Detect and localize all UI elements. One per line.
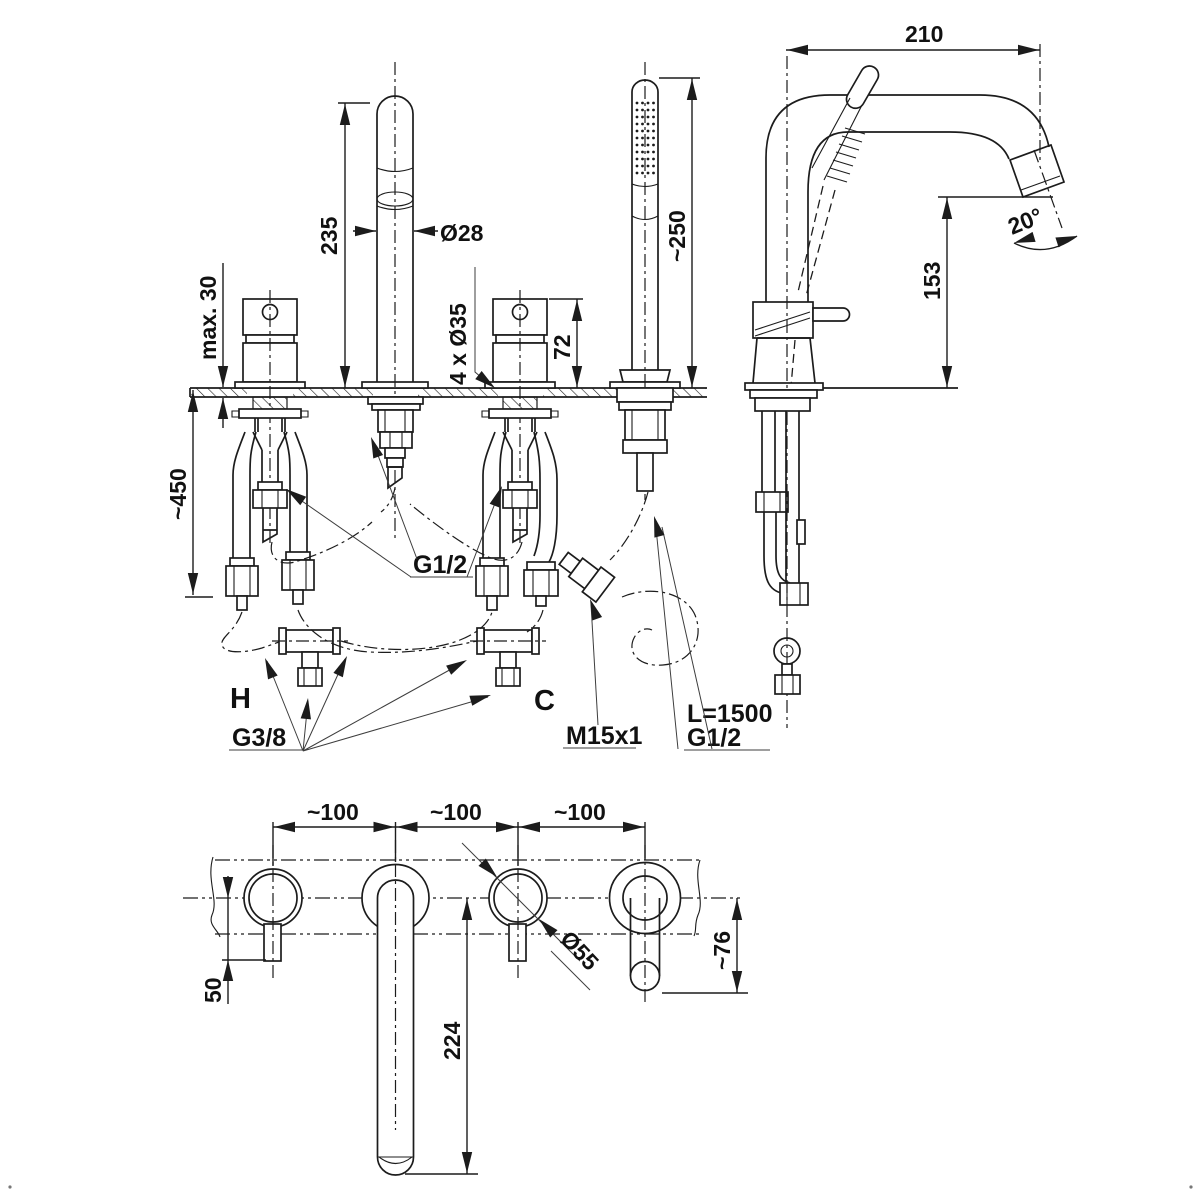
label-g12-valves: G1/2 [283,435,507,579]
dim-spacing-100s: ~100 ~100 ~100 [272,799,646,866]
dim-deck-max30: max. 30 [195,263,229,428]
label-cold: C [534,685,555,717]
dim-holes-4x35: 4 x Ø35 [445,267,499,393]
dim-text-224: 224 [439,1021,465,1060]
dim-outlet-153: 153 [919,196,1053,388]
hot-valve-handle [234,290,306,545]
cold-supply-tee [470,627,546,687]
plan-handshower [608,845,682,1005]
spout-side-underdeck [749,389,818,728]
label-text-l1500: L=1500 [687,700,773,728]
dim-text-76: ~76 [709,931,735,970]
dim-spout-height-235: 235 [316,102,370,388]
hot-valve-underdeck [225,396,315,611]
dim-text-153: 153 [919,262,945,300]
dim-text-100c: ~100 [554,799,606,825]
dim-text-72: 72 [549,334,575,360]
label-g38: G3/8 [229,653,493,752]
dim-handle-72: 72 [549,298,583,388]
dim-handshower-76: ~76 [662,898,748,994]
dim-hose-450: ~450 [165,390,213,598]
dim-angle-20: 20° [1004,149,1079,251]
dim-spout-diameter-28: Ø28 [353,220,484,246]
dim-text-max30: max. 30 [195,276,221,360]
mounting-deck [189,387,958,398]
label-m15x1: M15x1 [563,597,643,750]
label-text-g38: G3/8 [232,724,286,752]
spout-underdeck [367,396,424,513]
cold-valve-underdeck [475,396,559,611]
label-hot: H [230,683,251,715]
label-text-cold: C [534,685,555,717]
dim-text-o55: Ø55 [555,926,604,976]
label-text-m15x1: M15x1 [566,722,643,750]
dim-text-235: 235 [316,216,342,255]
plan-hot-valve [243,845,303,978]
label-text-g12b: G1/2 [687,724,741,752]
hot-supply-tee [272,627,348,687]
spout-front [361,62,429,540]
dim-text-4x35: 4 x Ø35 [445,303,471,385]
dim-text-210: 210 [905,21,943,47]
corner-marks [8,1185,1193,1189]
dim-reach-224: 224 [405,898,478,1175]
hose-cone-connector [557,551,616,604]
dim-text-250: ~250 [664,210,690,262]
dim-text-100a: ~100 [307,799,359,825]
label-hose: L=1500 G1/2 [648,514,773,752]
hose-coil [826,127,866,183]
docked-handshower [788,65,880,411]
dim-text-100b: ~100 [430,799,482,825]
dim-handle-50: 50 [200,876,266,1004]
dim-text-450: ~450 [165,468,191,520]
plan-spout [361,840,430,1176]
dim-reach-210: 210 [786,21,1041,162]
spout-side-view [744,56,1066,411]
dim-handshower-250: ~250 [659,77,700,388]
hand-shower-underdeck [616,387,674,492]
dim-text-o28: Ø28 [440,220,484,246]
plan-cold-valve [488,845,548,978]
label-text-hot: H [230,683,251,715]
dim-text-20deg: 20° [1004,202,1046,239]
spray-face-dots [635,101,655,175]
plan-view: ~100 ~100 ~100 50 224 Ø55 ~76 [183,799,748,1176]
dim-text-50: 50 [200,977,226,1003]
label-text-g12: G1/2 [413,551,467,579]
